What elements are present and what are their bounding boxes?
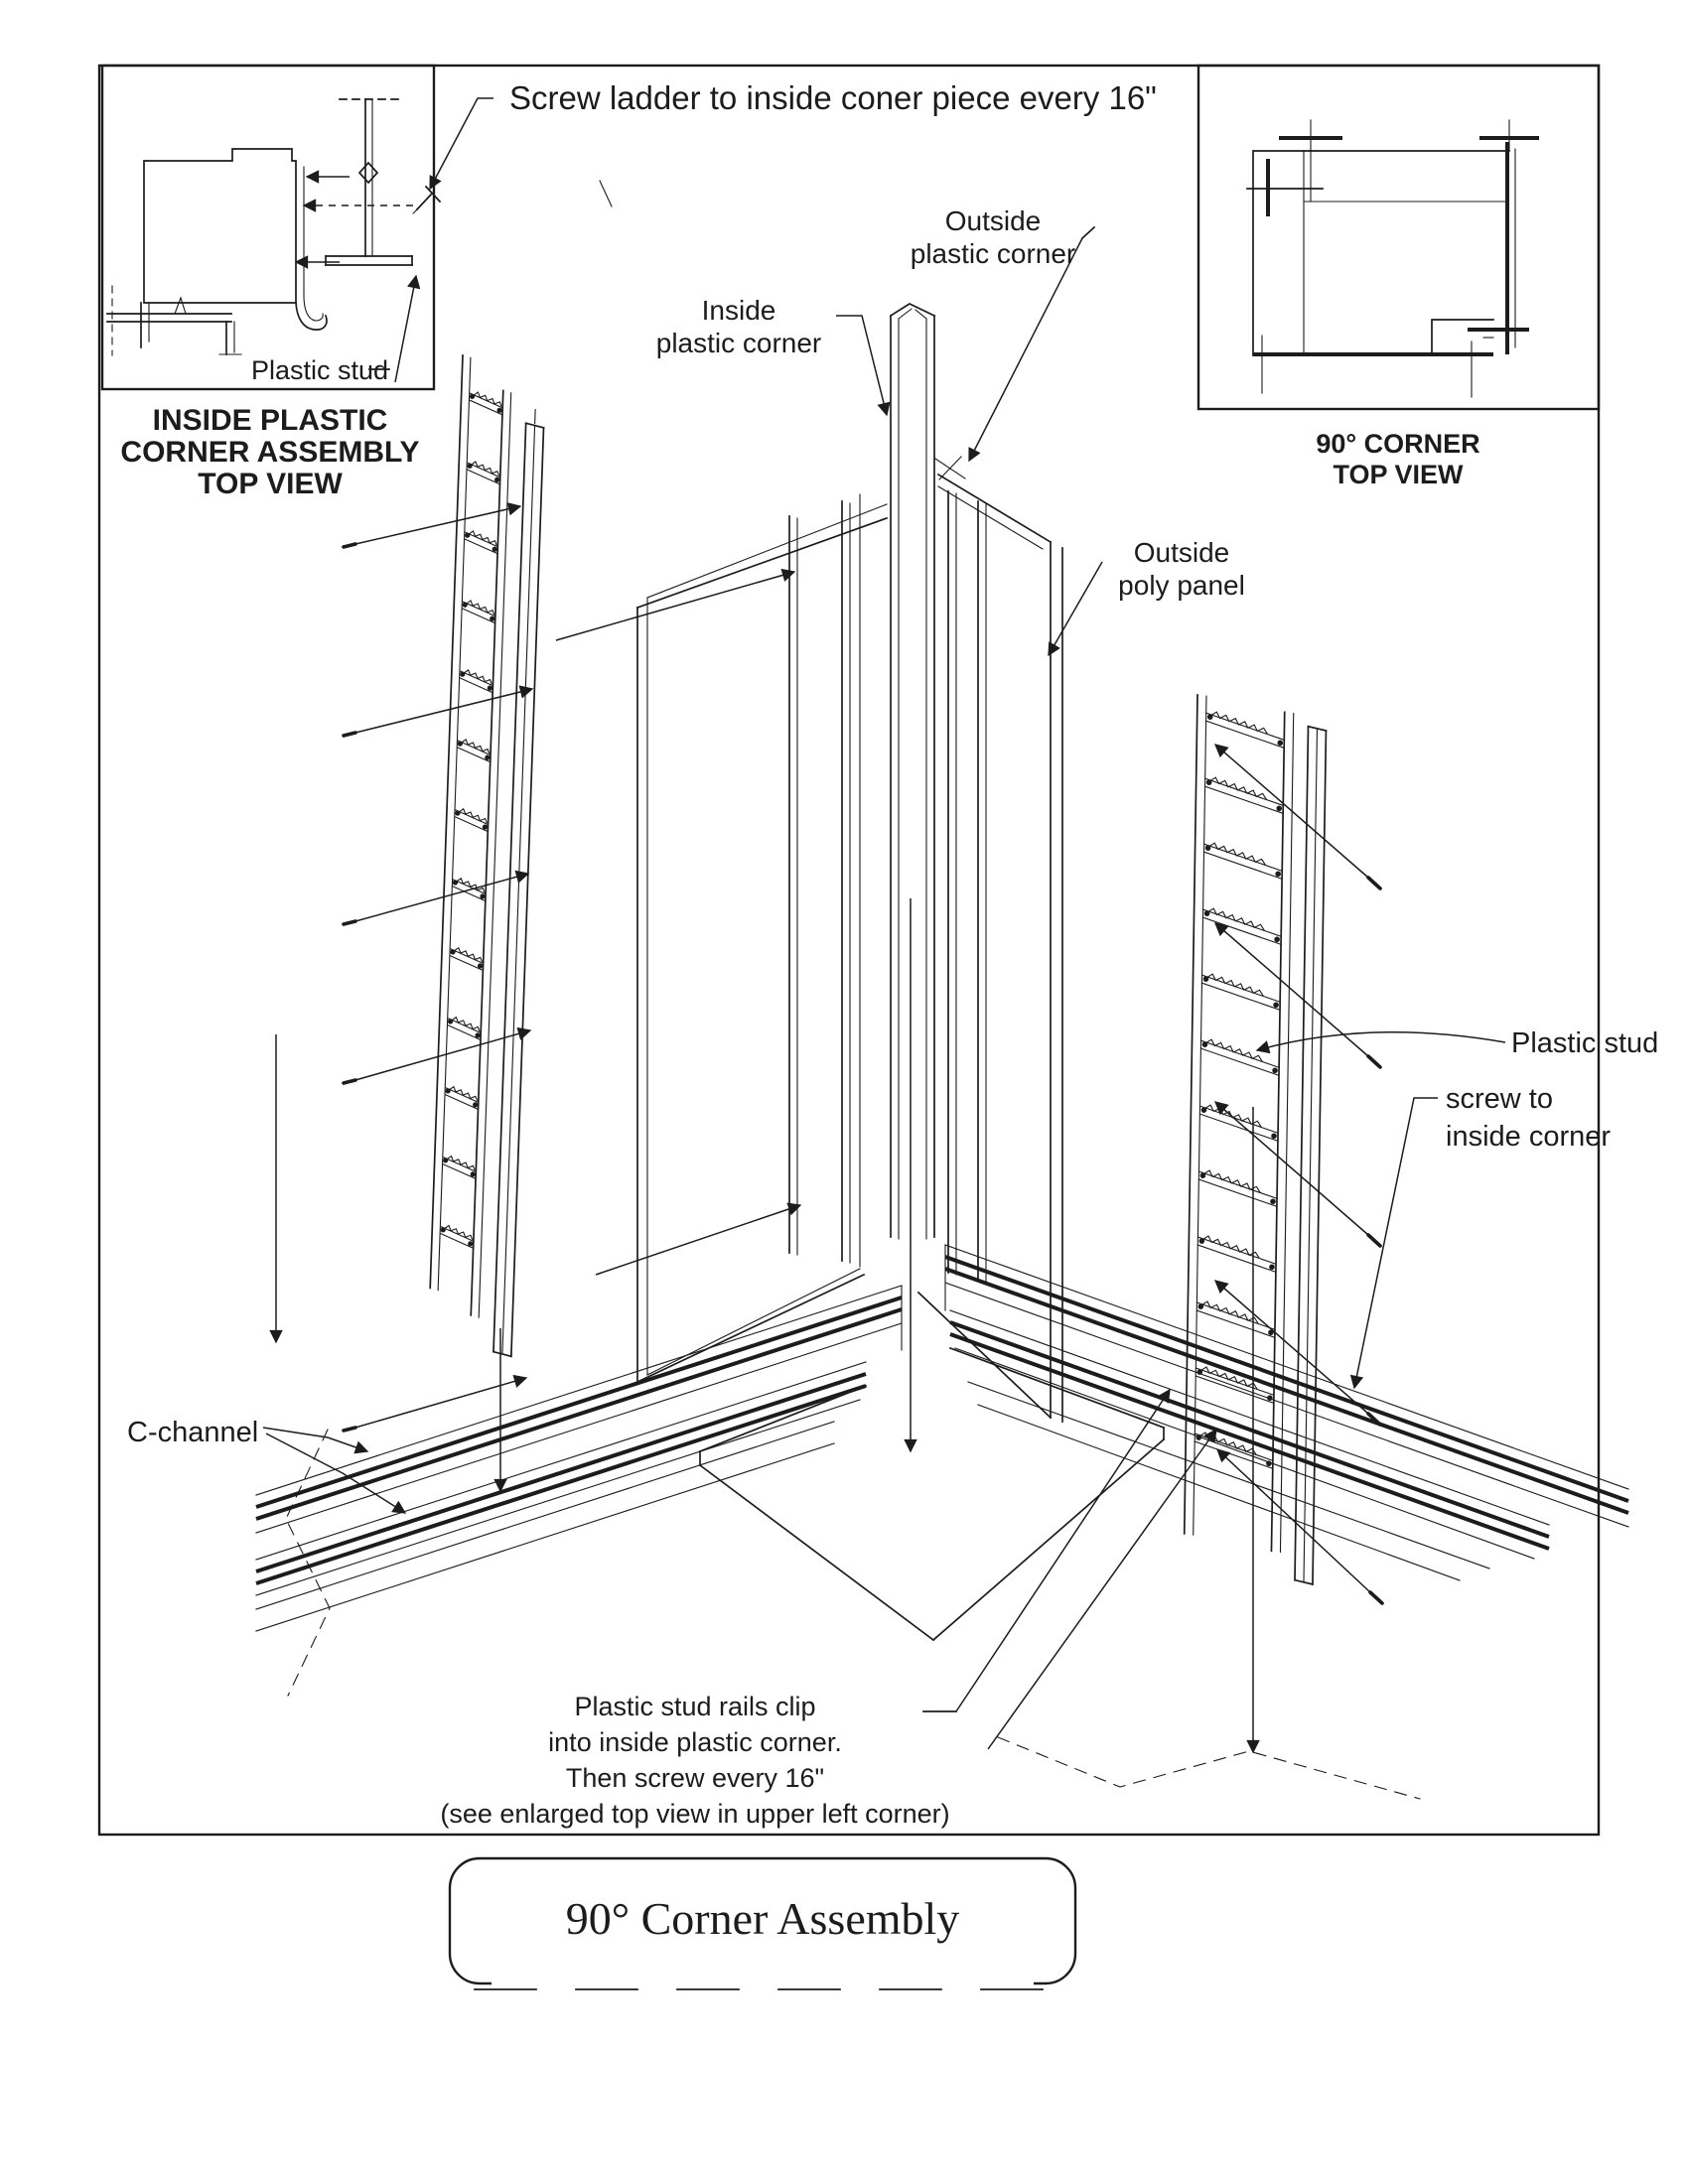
leader-arrows <box>262 225 1506 1754</box>
inset-inside-corner-drawing <box>106 97 493 383</box>
inset-left-plastic-stud-label: Plastic stud <box>250 355 389 385</box>
top-note: Screw ladder to inside coner piece every… <box>509 79 1157 116</box>
inset-right-caption: 90° CORNER TOP VIEW <box>1316 429 1480 490</box>
plastic-stud-ladder-left <box>429 354 545 1358</box>
callout-c-channel: C-channel <box>127 1417 259 1448</box>
floor-c-channels <box>255 1244 1629 1800</box>
callout-inside-plastic-corner: Inside plastic corner <box>655 295 822 359</box>
callout-plastic-stud: Plastic stud <box>1511 1027 1659 1059</box>
callout-outside-poly-panel: Outside poly panel <box>1118 537 1245 602</box>
callout-outside-plastic-corner: Outside plastic corner <box>910 205 1076 270</box>
callout-screw-to-inside-corner: screw to inside corner <box>1446 1083 1612 1154</box>
inset-90-corner-drawing <box>1246 119 1539 398</box>
assembly-note: Plastic stud rails clip into inside plas… <box>440 1692 950 1829</box>
inside-corner-post <box>889 303 936 1240</box>
inset-left-box <box>100 64 436 391</box>
screw-icon <box>412 185 442 214</box>
sheet-title: 90° Corner Assembly <box>565 1893 960 1944</box>
plastic-stud-ladder-right <box>1183 694 1328 1585</box>
main-frame <box>97 64 1601 1837</box>
corner-wall-panels <box>635 456 1063 1423</box>
title-box <box>448 1856 1077 1990</box>
inset-left-caption: INSIDE PLASTIC CORNER ASSEMBLY TOP VIEW <box>120 404 420 501</box>
inset-right-box <box>1196 64 1601 411</box>
